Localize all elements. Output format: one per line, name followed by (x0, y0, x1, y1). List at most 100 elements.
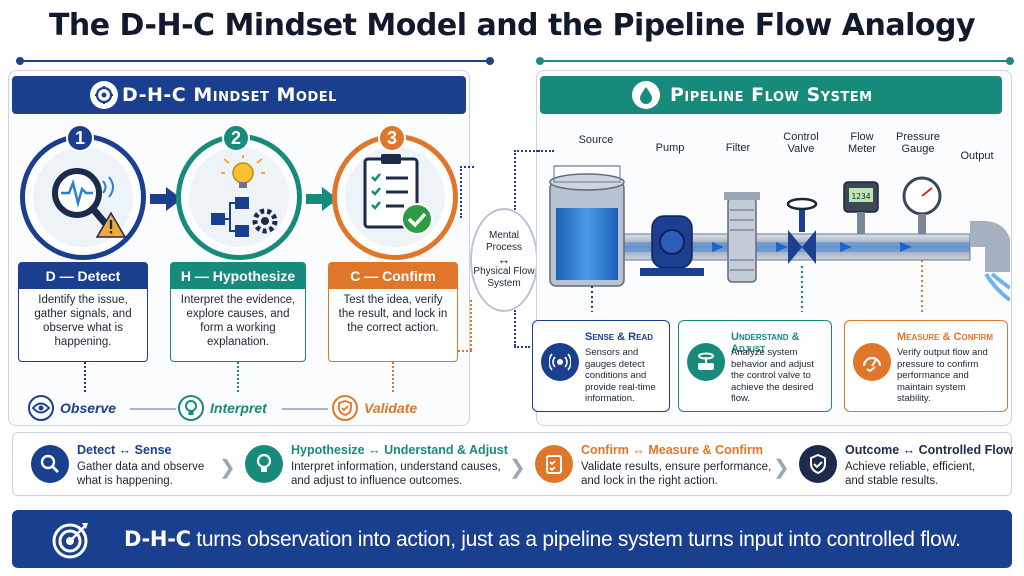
title-rule-right (540, 60, 1010, 62)
bridge-arrow: ↔ (497, 252, 511, 267)
connector (514, 150, 516, 210)
pcard-understand-text: Analyze system behavior and adjust the c… (731, 347, 814, 404)
target-icon (52, 523, 88, 559)
stage-number-2: 2 (222, 124, 250, 152)
checklist-icon (363, 154, 433, 235)
mini-interpret: Interpret (178, 395, 267, 421)
shield-check-icon (799, 445, 837, 483)
rule-dot (16, 57, 24, 65)
pcard-sense-text: Sensors and gauges detect conditions and… (585, 347, 656, 404)
sensor-icon (541, 343, 579, 381)
pcard-measure-confirm: Measure & Confirm Verify output flow and… (844, 320, 1008, 412)
card-hypothesize-title: H — Hypothesize (171, 263, 305, 289)
pipeline-header: Pipeline Flow System (540, 76, 1002, 114)
brain-gear-icon (90, 81, 118, 109)
connector (460, 166, 462, 218)
chevron-right-icon: ❯ (773, 457, 790, 479)
lightbulb-icon (178, 395, 204, 421)
stage-number-3: 3 (378, 124, 406, 152)
pcard-sense-title: Sense & Read (585, 331, 654, 343)
mini-observe: Observe (28, 395, 116, 421)
card-hypothesize: H — Hypothesize Interpret the evidence, … (170, 262, 306, 362)
connector (84, 362, 86, 392)
stage-number-1: 1 (66, 124, 94, 152)
connector (538, 150, 554, 152)
mapping-confirm-title: Confirm ↔ Measure & Confirm (581, 443, 763, 457)
dhc-header: D-H-C Mindset Model (12, 76, 466, 114)
label-output: Output (960, 150, 994, 162)
mapping-confirm-text: Validate results, ensure performance,and… (581, 461, 772, 487)
connector (237, 362, 239, 392)
separator (130, 408, 176, 410)
chevron-right-icon: ❯ (509, 457, 526, 479)
rule-dot (1006, 57, 1014, 65)
mapping-outcome-title: Outcome ↔ Controlled Flow (845, 443, 1014, 457)
flow-arrow (306, 194, 324, 204)
summary-banner: D-H-C turns observation into action, jus… (12, 510, 1012, 568)
mini-validate-label: Validate (364, 400, 418, 416)
stage-hypothesize-ring (176, 134, 302, 260)
mapping-outcome-text: Achieve reliable, efficient,and stable r… (845, 461, 976, 487)
connector (514, 346, 530, 348)
connector (514, 310, 516, 346)
lightbulb-flowchart-icon (211, 155, 278, 237)
shield-check-icon (332, 395, 358, 421)
stage-confirm-ring (332, 134, 458, 260)
label-source: Source (578, 134, 614, 146)
bridge-oval: Mental Process ↔ Physical Flow System (470, 208, 538, 312)
valve-icon (687, 343, 725, 381)
label-filter: Filter (725, 142, 751, 154)
flow-arrow (150, 194, 168, 204)
connector (392, 362, 394, 392)
pcard-understand-adjust: Understand & Adjust Analyze system behav… (678, 320, 832, 412)
card-hypothesize-text: Interpret the evidence, explore causes, … (180, 294, 296, 348)
bridge-bottom: Physical Flow System (473, 266, 535, 289)
magnifier-warning-icon (52, 168, 127, 238)
pipeline-header-text: Pipeline Flow System (670, 84, 873, 106)
stage-detect-ring (20, 134, 146, 260)
banner-text: D-H-C turns observation into action, jus… (124, 526, 961, 551)
dhc-header-text: D-H-C Mindset Model (122, 84, 337, 106)
clipboard-check-icon (535, 445, 573, 483)
card-detect-text: Identify the issue, gather signals, and … (34, 294, 132, 348)
pcard-understand-title: Understand & Adjust (731, 331, 800, 355)
mapping-hypothesize-title: Hypothesize ↔ Understand & Adjust (291, 443, 508, 457)
label-flow-meter: Flow Meter (847, 131, 877, 155)
search-icon (31, 445, 69, 483)
connector (458, 350, 472, 352)
mapping-detect-title: Detect ↔ Sense (77, 443, 172, 457)
pcard-measure-title: Measure & Confirm (897, 331, 994, 343)
meter-readout: 1234 (851, 192, 870, 201)
label-pressure-gauge: Pressure Gauge (895, 131, 941, 155)
rule-dot (536, 57, 544, 65)
mini-validate: Validate (332, 395, 417, 421)
card-detect-title: D — Detect (19, 263, 147, 289)
mini-interpret-label: Interpret (210, 400, 267, 416)
card-confirm: C — Confirm Test the idea, verify the re… (328, 262, 458, 362)
title-rule-left (20, 60, 490, 62)
eye-icon (28, 395, 54, 421)
chevron-right-icon: ❯ (219, 457, 236, 479)
pipeline-illustration: 1234 (549, 165, 1010, 312)
card-confirm-title: C — Confirm (329, 263, 457, 289)
connector (470, 300, 472, 350)
label-control-valve: Control Valve (783, 131, 819, 155)
connector (514, 150, 538, 152)
mini-observe-label: Observe (60, 400, 117, 416)
separator (282, 408, 328, 410)
bridge-top: Mental Process (485, 230, 523, 253)
rule-dot (486, 57, 494, 65)
card-detect: D — Detect Identify the issue, gather si… (18, 262, 148, 362)
lightbulb-icon (245, 445, 283, 483)
pcard-measure-text: Verify output flow and pressure to confi… (897, 347, 988, 404)
pcard-sense-read: Sense & Read Sensors and gauges detect c… (532, 320, 670, 412)
connector (460, 166, 474, 168)
card-confirm-text: Test the idea, verify the result, and lo… (338, 294, 448, 334)
mapping-hypothesize-text: Interpret information, understand causes… (291, 461, 501, 487)
water-drop-icon (632, 81, 660, 109)
label-pump: Pump (655, 142, 685, 154)
page-title: The D-H-C Mindset Model and the Pipeline… (48, 8, 976, 43)
gauge-icon (853, 343, 891, 381)
